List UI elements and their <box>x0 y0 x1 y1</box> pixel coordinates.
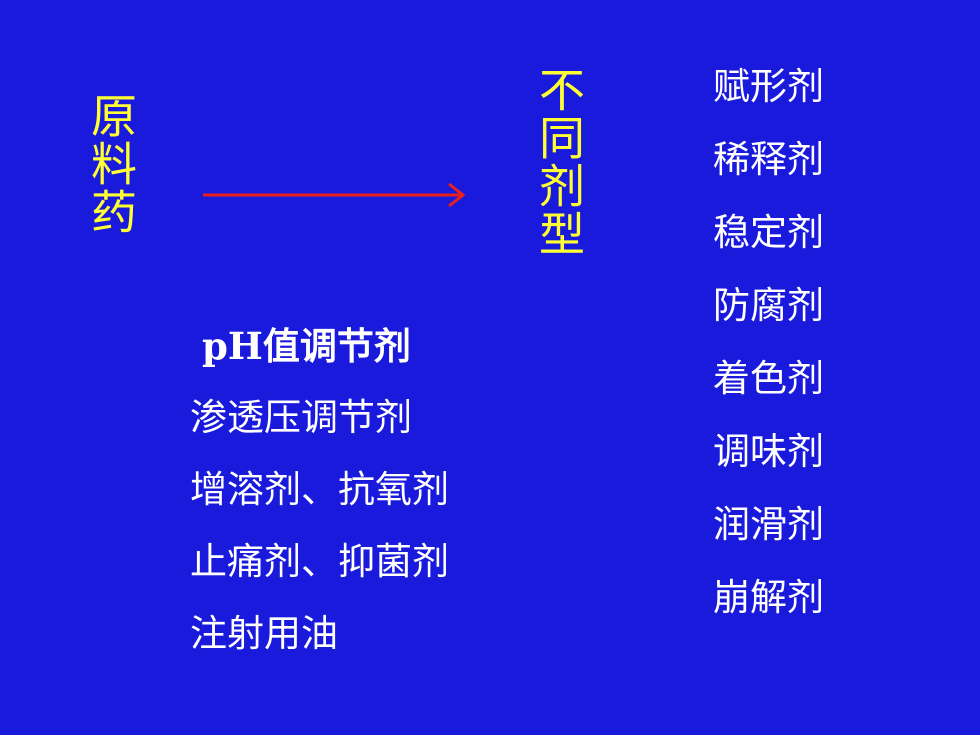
raw-drug-title: 原料药 <box>84 92 138 236</box>
list-item: 崩解剂 <box>713 576 824 619</box>
right-arrow-icon <box>203 182 466 208</box>
excipient-list-bottom: pH值调节剂 渗透压调节剂 增溶剂、抗氧剂 止痛剂、抑菌剂 注射用油 <box>190 310 449 670</box>
dosage-forms-title: 不同剂型 <box>532 66 586 258</box>
list-item: pH值调节剂 <box>202 324 411 368</box>
list-item: 增溶剂、抗氧剂 <box>190 468 449 511</box>
list-item: 调味剂 <box>713 430 824 473</box>
list-item: 渗透压调节剂 <box>190 396 412 439</box>
list-item: 着色剂 <box>713 357 824 400</box>
list-item: 止痛剂、抑菌剂 <box>190 540 449 583</box>
list-item: 注射用油 <box>190 612 338 655</box>
list-item: 防腐剂 <box>713 284 824 327</box>
list-item: 稀释剂 <box>713 138 824 181</box>
list-item: 赋形剂 <box>713 65 824 108</box>
list-item: 润滑剂 <box>713 503 824 546</box>
excipient-list-right: 赋形剂 稀释剂 稳定剂 防腐剂 着色剂 调味剂 润滑剂 崩解剂 <box>713 50 824 634</box>
list-item: 稳定剂 <box>713 211 824 254</box>
